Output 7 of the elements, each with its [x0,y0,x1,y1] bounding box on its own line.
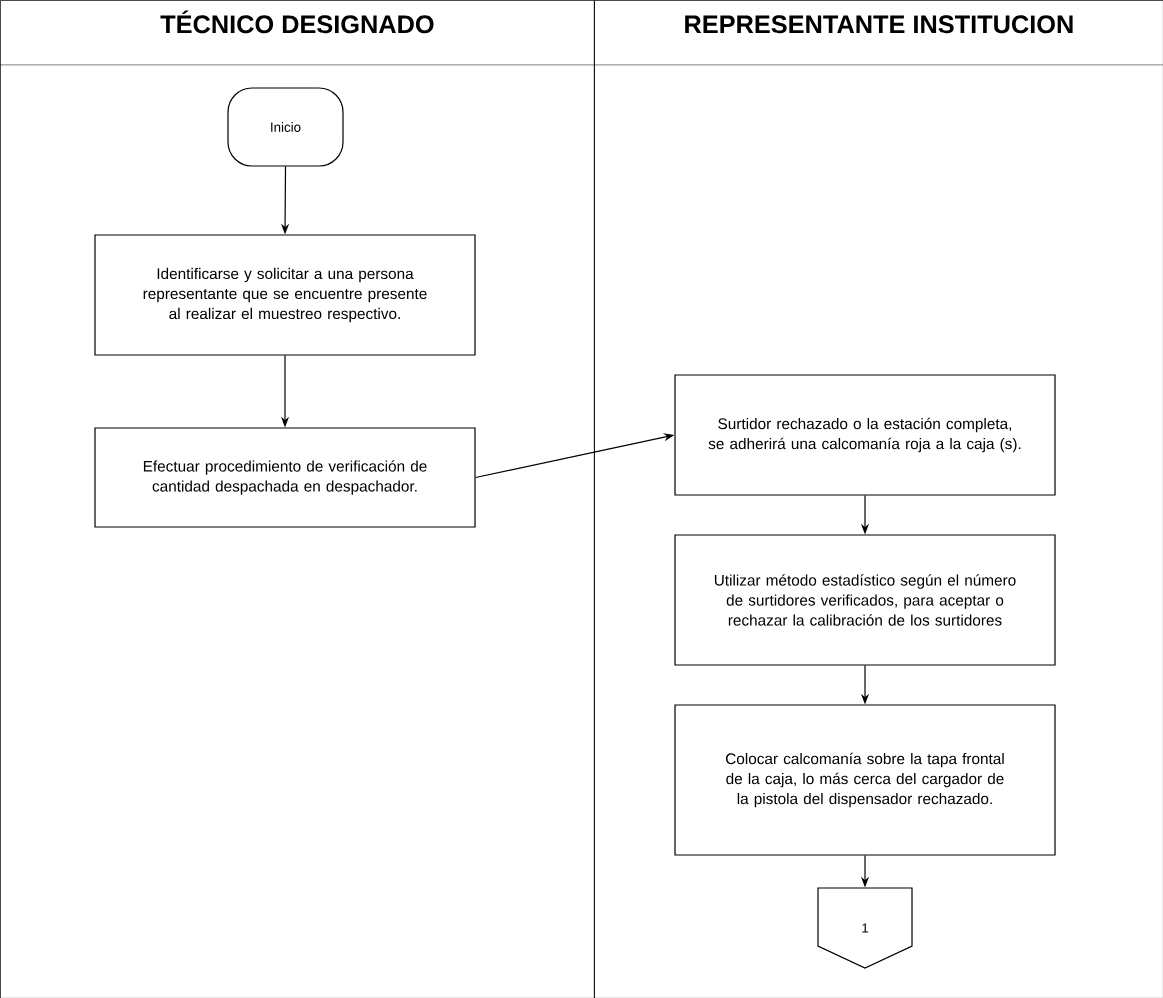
off-page-connector: 1 [817,887,913,969]
start-terminal: Inicio [227,87,344,167]
process-box: Efectuar procedimiento de verificación de cantidad despachada en despachador. [94,427,476,528]
process-box: Colocar calcomanía sobre la tapa frontal de la caja, lo más cerca del cargador de la pistola del dispensador rechazado. [674,704,1056,856]
process-box: Identificarse y solicitar a una persona representante que se encuentre presente al realizar el muestreo respectivo. [94,234,476,356]
process-box: Utilizar método estadístico según el número de surtidores verificados, para aceptar o rechazar la calibración de los surtidores [674,534,1056,666]
process-box: Surtidor rechazado o la estación completa, se adherirá una calcomanía roja a la caja (s). [674,374,1056,496]
